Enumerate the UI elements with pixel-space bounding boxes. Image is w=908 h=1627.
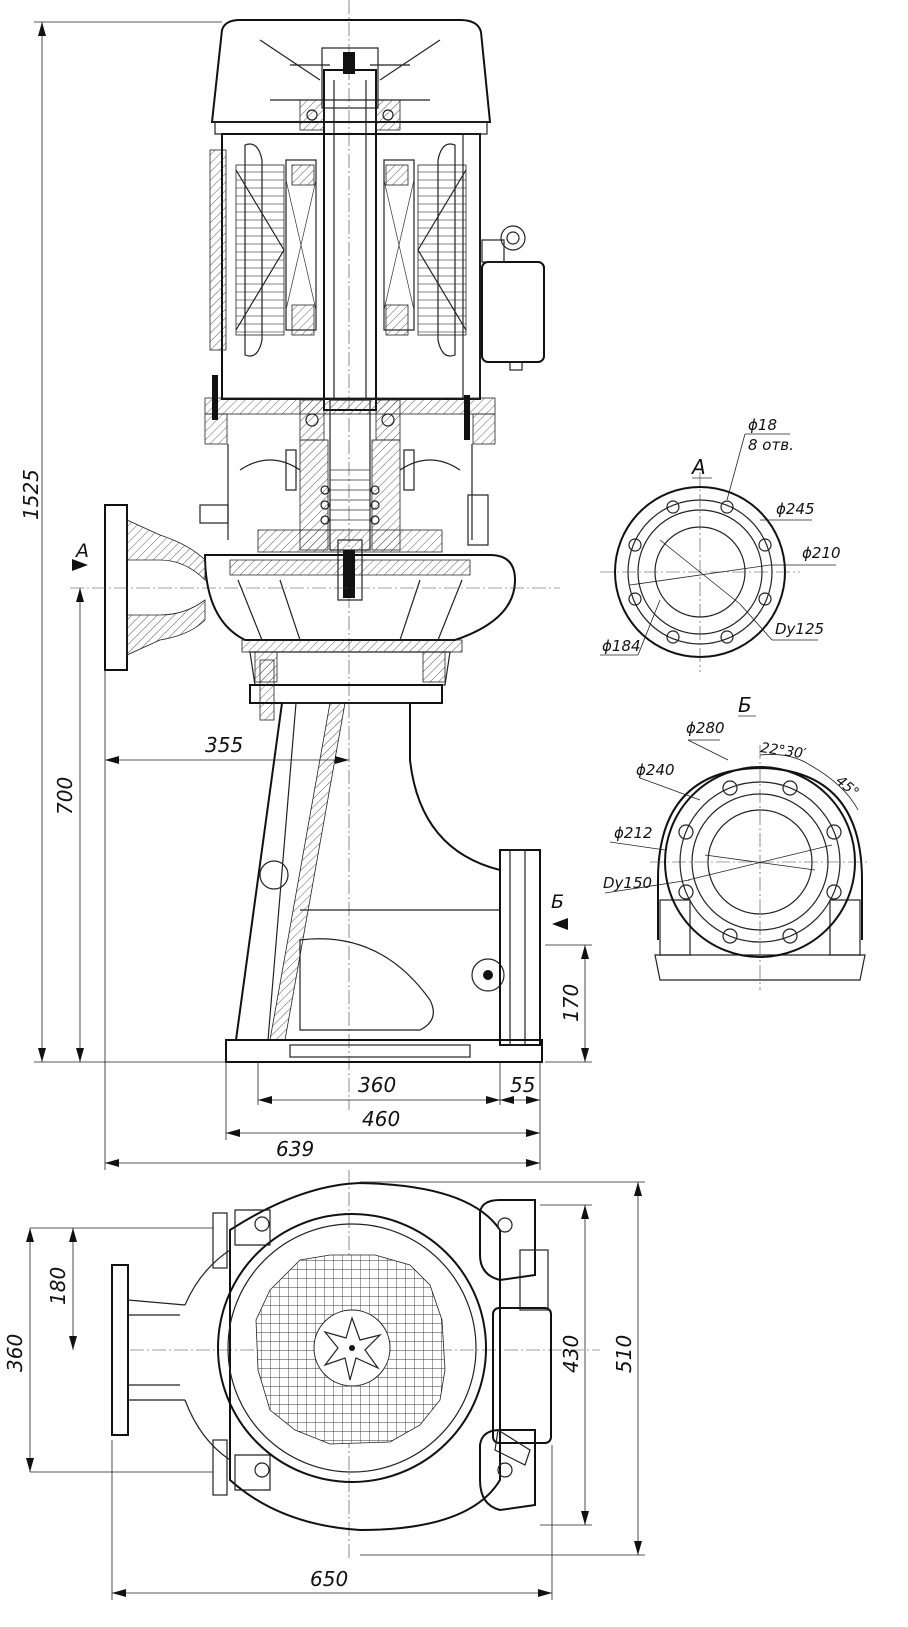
dim-plan-510: 510 — [612, 1335, 636, 1373]
view-a-bolt-circle: ϕ210 — [802, 544, 841, 562]
view-b-flange: Б ϕ280 ϕ240 ϕ212 D — [603, 693, 870, 990]
view-a-bolt-holes — [628, 500, 772, 644]
dim-1525: 1525 — [19, 469, 43, 520]
lantern-bracket — [199, 439, 489, 553]
section-mark-b-label: Б — [551, 891, 564, 913]
dim-plan-360: 360 — [3, 1334, 27, 1372]
view-a-holes: ϕ18 — [748, 416, 777, 434]
dim-460: 460 — [362, 1107, 400, 1131]
view-b-angle1: 22°30′ — [759, 740, 807, 762]
bearings — [299, 99, 401, 441]
dim-plan-180: 180 — [46, 1267, 70, 1305]
base-stand — [225, 659, 543, 1063]
dim-plan-650: 650 — [310, 1567, 348, 1591]
section-mark-b: Б — [551, 891, 568, 930]
inlet-nozzle — [70, 504, 560, 671]
terminal-box — [481, 225, 545, 371]
dim-170: 170 — [559, 984, 583, 1022]
view-b-bolt-circle: ϕ240 — [636, 761, 675, 779]
front-elevation — [70, 0, 560, 1110]
view-a-raised-face: ϕ184 — [602, 637, 641, 655]
view-b-title: Б — [738, 693, 752, 717]
view-a-title: A — [690, 455, 706, 479]
view-a-holes-count: 8 отв. — [748, 436, 794, 454]
view-b-bolt-holes — [678, 780, 842, 944]
view-b-nominal: Dy150 — [603, 874, 652, 892]
dim-355: 355 — [205, 733, 243, 757]
view-b-outer: ϕ280 — [686, 719, 725, 737]
view-b-raised-face: ϕ212 — [614, 824, 653, 842]
motor-flange — [204, 375, 496, 445]
dim-55: 55 — [510, 1073, 535, 1097]
volute-casing — [203, 550, 517, 686]
front-dimensions: 1525 700 355 170 360 55 460 639 — [19, 21, 592, 1170]
dim-360-base: 360 — [358, 1073, 396, 1097]
view-a-outer: ϕ245 — [776, 500, 815, 518]
dim-plan-430: 430 — [559, 1335, 583, 1373]
dim-639: 639 — [276, 1137, 314, 1161]
motor-housing — [209, 133, 481, 400]
view-a-nominal: Dy125 — [775, 620, 824, 638]
dim-700: 700 — [53, 777, 77, 815]
section-mark-a: A — [72, 540, 89, 571]
shaft — [323, 69, 377, 601]
plan-view: 360 180 430 510 650 — [3, 1170, 645, 1600]
view-a-flange: A ϕ18 8 отв. ϕ245 ϕ210 Dy125 — [600, 416, 841, 672]
section-mark-a-label: A — [74, 540, 89, 562]
motor-fan-cover — [210, 19, 492, 135]
